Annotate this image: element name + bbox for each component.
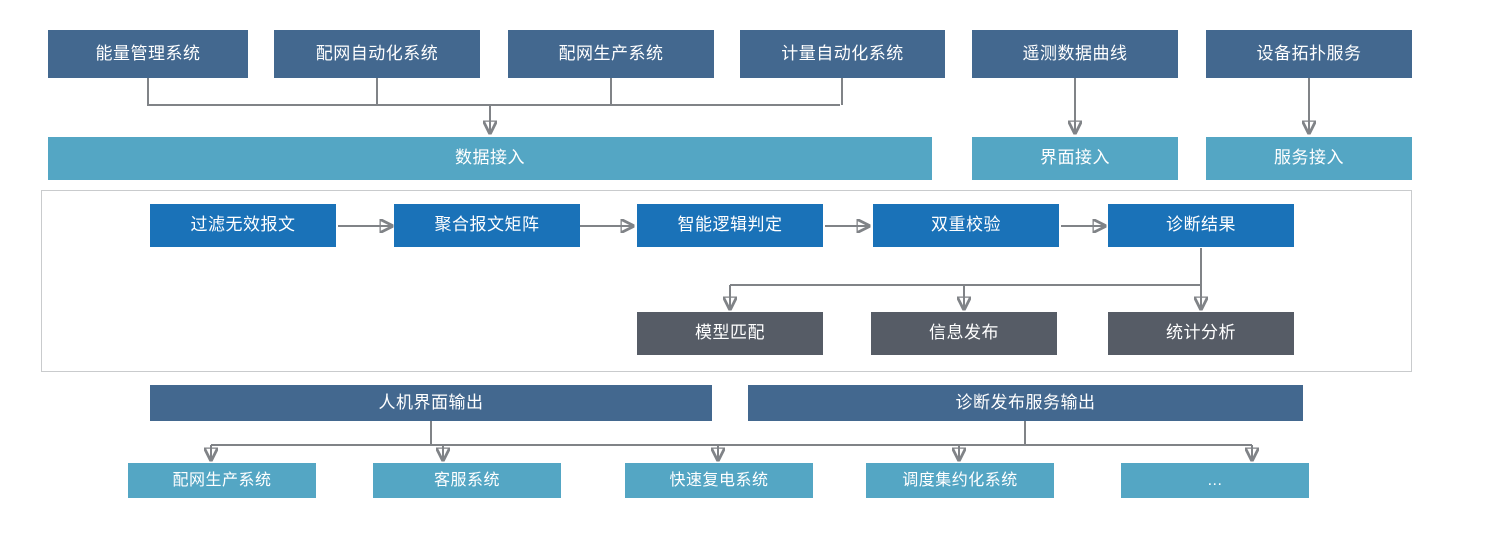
process-label: 诊断结果 [1166,215,1236,235]
consumer-box-dispatch-intensive[interactable]: 调度集约化系统 [866,463,1054,498]
source-box-distribution-production[interactable]: 配网生产系统 [508,30,714,78]
consumer-box-customer-service[interactable]: 客服系统 [373,463,561,498]
result-label: 模型匹配 [695,323,765,343]
consumer-label: 配网生产系统 [172,471,272,489]
consumer-box-distribution-production[interactable]: 配网生产系统 [128,463,316,498]
diagnosis-engine-frame [41,190,1412,372]
access-label: 服务接入 [1274,148,1344,168]
consumer-label: 调度集约化系统 [902,471,1018,489]
access-label: 界面接入 [1040,148,1110,168]
access-bar-service[interactable]: 服务接入 [1206,137,1412,180]
process-label: 智能逻辑判定 [677,215,783,235]
process-box-diagnosis-result[interactable]: 诊断结果 [1108,204,1294,247]
source-box-device-topology-service[interactable]: 设备拓扑服务 [1206,30,1412,78]
output-label: 诊断发布服务输出 [955,392,1096,412]
result-box-information-release[interactable]: 信息发布 [871,312,1057,355]
access-label: 数据接入 [455,148,525,168]
process-label: 过滤无效报文 [190,215,296,235]
process-box-aggregate-message-matrix[interactable]: 聚合报文矩阵 [394,204,580,247]
result-label: 统计分析 [1166,323,1236,343]
consumer-label: 快速复电系统 [669,471,769,489]
source-label: 计量自动化系统 [781,43,904,63]
consumer-box-more[interactable]: ... [1121,463,1309,498]
source-box-distribution-automation[interactable]: 配网自动化系统 [274,30,480,78]
output-bar-hmi[interactable]: 人机界面输出 [150,385,712,421]
source-box-energy-management[interactable]: 能量管理系统 [48,30,248,78]
process-box-double-verification[interactable]: 双重校验 [873,204,1059,247]
source-box-metering-automation[interactable]: 计量自动化系统 [740,30,945,78]
consumer-label: 客服系统 [433,471,500,489]
result-box-model-matching[interactable]: 模型匹配 [637,312,823,355]
source-box-telemetry-curve[interactable]: 遥测数据曲线 [972,30,1178,78]
source-label: 遥测数据曲线 [1022,43,1128,63]
source-label: 设备拓扑服务 [1256,43,1362,63]
access-bar-data[interactable]: 数据接入 [48,137,932,180]
result-label: 信息发布 [929,323,999,343]
source-label: 配网自动化系统 [315,43,439,63]
output-label: 人机界面输出 [378,392,484,412]
process-box-intelligent-logic-judgement[interactable]: 智能逻辑判定 [637,204,823,247]
result-box-statistical-analysis[interactable]: 统计分析 [1108,312,1294,355]
access-bar-interface[interactable]: 界面接入 [972,137,1178,180]
output-bar-diagnosis-publish-service[interactable]: 诊断发布服务输出 [748,385,1303,421]
consumer-label: ... [1207,471,1223,489]
consumer-box-fast-power-restoration[interactable]: 快速复电系统 [625,463,813,498]
process-box-filter-invalid-messages[interactable]: 过滤无效报文 [150,204,336,247]
process-label: 聚合报文矩阵 [434,215,540,235]
source-label: 能量管理系统 [95,43,201,63]
source-label: 配网生产系统 [558,43,664,63]
process-label: 双重校验 [931,215,1001,235]
